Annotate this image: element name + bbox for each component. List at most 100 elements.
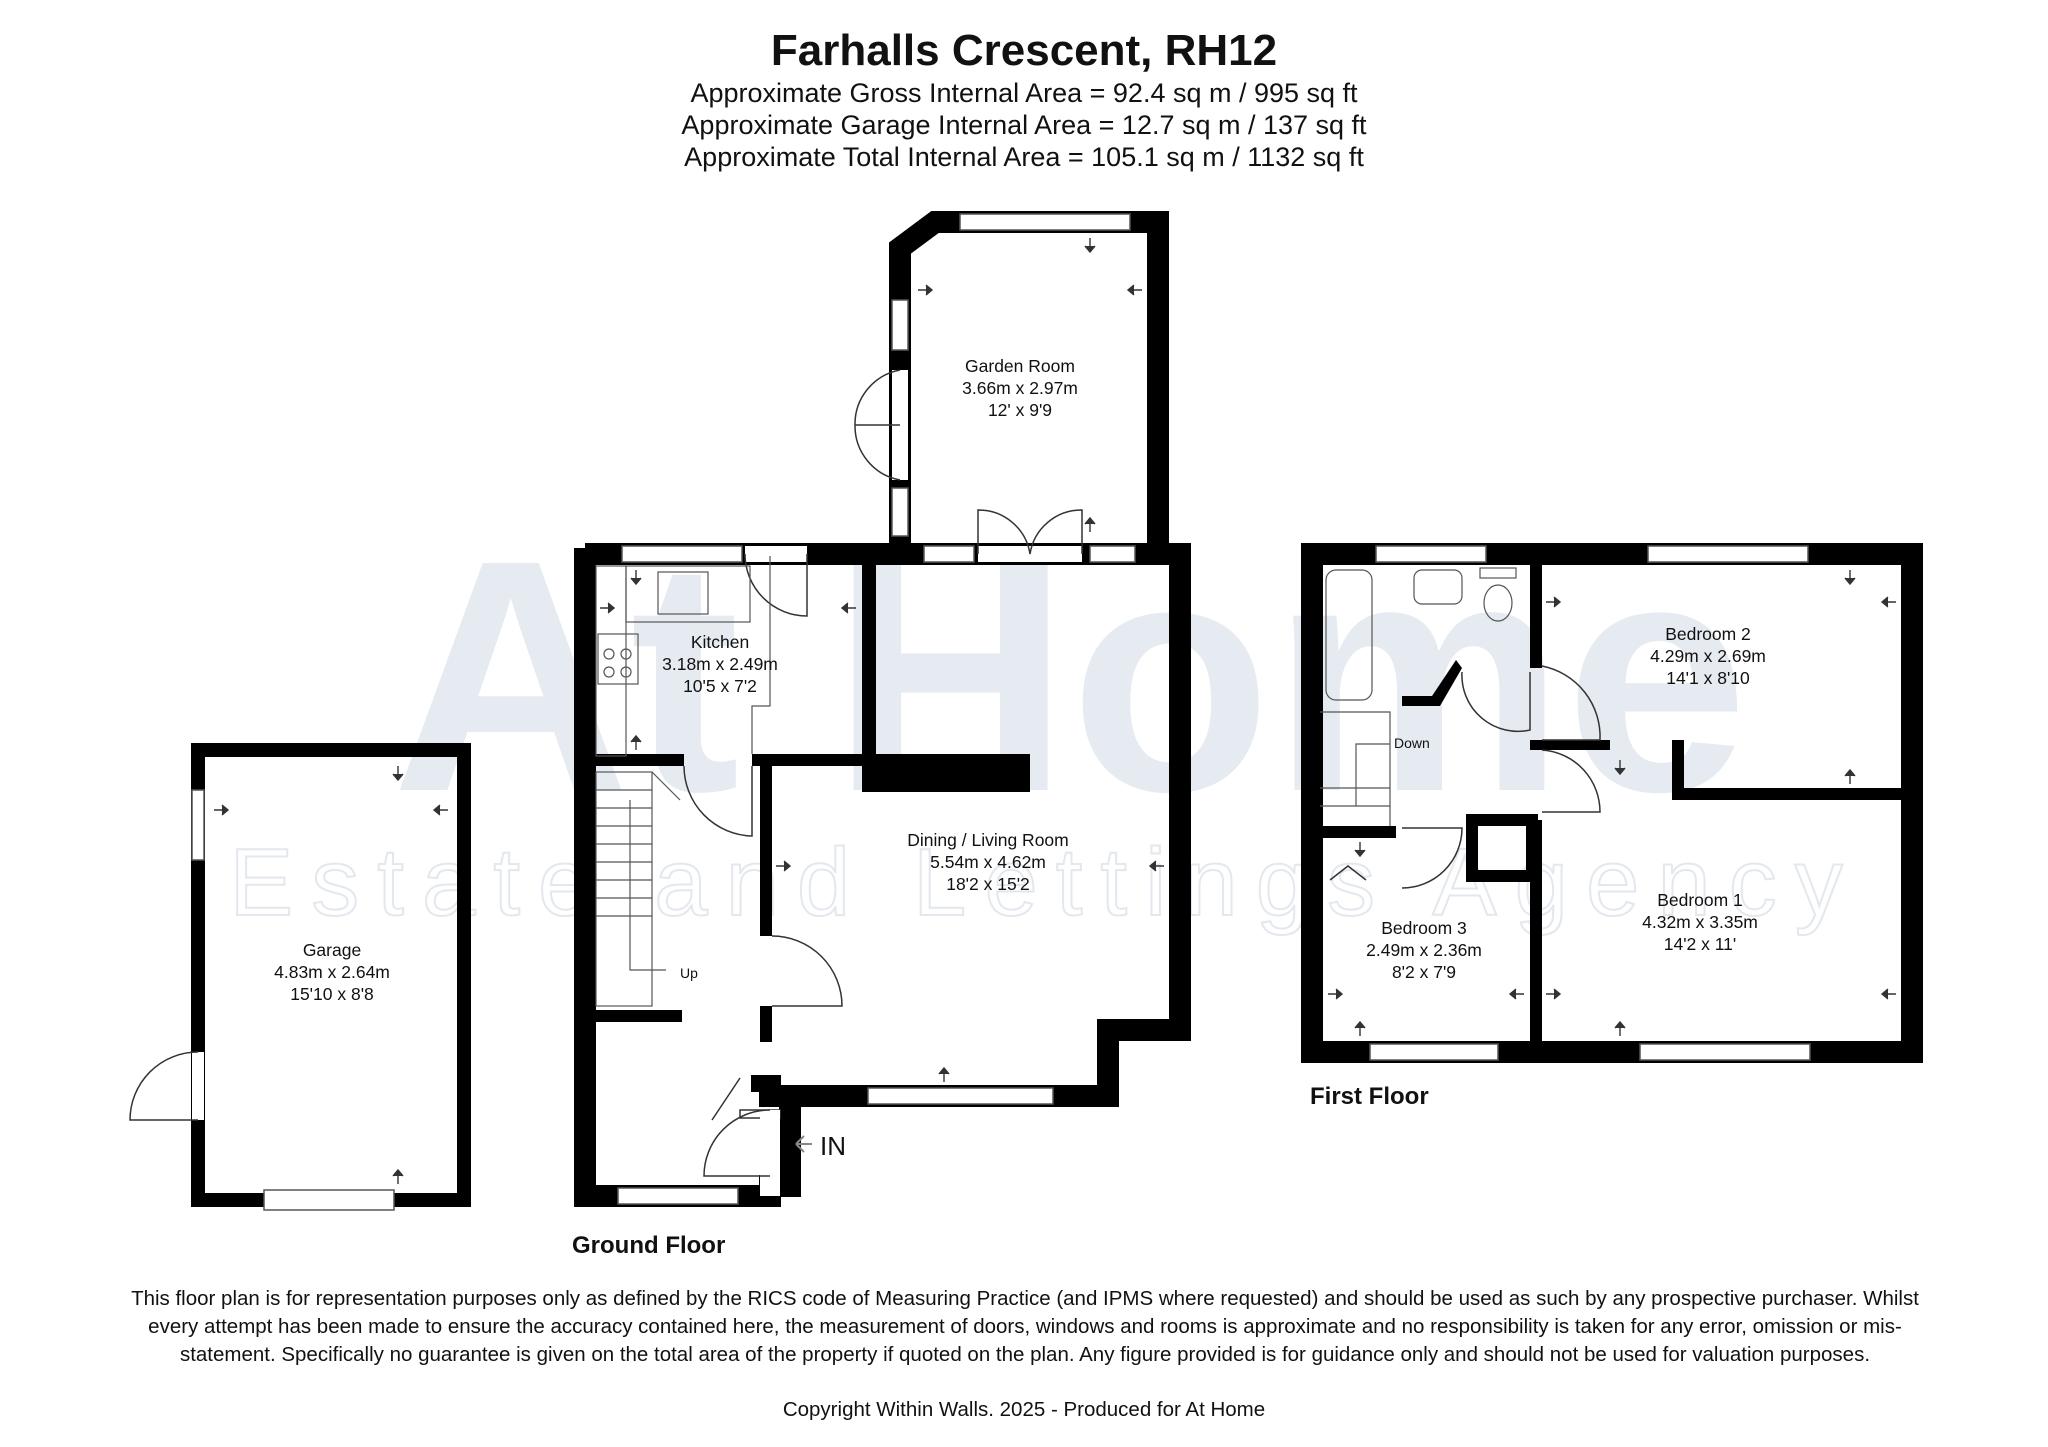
bedroom1-window — [1639, 1043, 1811, 1061]
toilet — [1483, 584, 1513, 622]
first-floor-stairs — [1320, 711, 1391, 826]
entrance-arrow-icon — [795, 1135, 812, 1153]
kitchen-worktop-left — [595, 565, 627, 757]
kitchen-back-door-gap — [745, 546, 807, 562]
living-room-door — [771, 935, 843, 1007]
bed2-notch-wall — [1672, 740, 1684, 798]
bathtub — [1325, 569, 1373, 701]
ground-floor-plan — [574, 211, 1191, 1207]
garage-window — [191, 789, 205, 861]
bed2-landing-wall — [1530, 740, 1610, 750]
bedroom3-door — [1401, 827, 1463, 889]
garden-room-french-doors — [854, 369, 901, 481]
bedroom1-metric: 4.32m x 3.35m — [1642, 912, 1758, 932]
kitchen-imperial: 10'5 x 7'2 — [683, 676, 757, 696]
bedroom3-imperial: 8'2 x 7'9 — [1392, 962, 1456, 982]
garage-name: Garage — [303, 940, 361, 960]
first-floor-label: First Floor — [1310, 1083, 1429, 1110]
ground-floor-label: Ground Floor — [572, 1232, 725, 1259]
garage-door-gap — [192, 1052, 204, 1120]
bedroom3-name: Bedroom 3 — [1381, 918, 1467, 938]
kitchen-label: Kitchen 3.18m x 2.49m 10'5 x 7'2 — [662, 632, 778, 696]
hall-living-wall-low — [760, 1006, 772, 1042]
kitchen-name: Kitchen — [691, 632, 749, 652]
bedroom2-label: Bedroom 2 4.29m x 2.69m 14'1 x 8'10 — [1650, 624, 1766, 688]
total-area-text: Approximate Total Internal Area = 105.1 … — [684, 142, 1364, 172]
bathroom-window — [1375, 545, 1487, 563]
bedroom1-door — [1541, 749, 1601, 813]
dimension-markers — [214, 238, 1896, 1184]
living-window-top — [923, 545, 975, 563]
kitchen-hob — [597, 633, 639, 685]
cupboard-door — [711, 1077, 741, 1121]
garage-area-text: Approximate Garage Internal Area = 12.7 … — [681, 110, 1367, 140]
disclaimer-text: This floor plan is for representation pu… — [131, 1287, 1919, 1366]
kitchen-back-door — [744, 553, 808, 617]
front-door — [703, 1109, 771, 1177]
bathroom-door — [1461, 671, 1531, 733]
kitchen-living-wall — [862, 554, 876, 754]
dining-living-name: Dining / Living Room — [907, 830, 1068, 850]
hall-front-window — [617, 1187, 739, 1205]
garden-room-window-low — [891, 487, 909, 537]
bedroom1-name: Bedroom 1 — [1657, 890, 1743, 910]
garden-room-imperial: 12' x 9'9 — [988, 400, 1052, 420]
dining-living-imperial: 18'2 x 15'2 — [946, 874, 1030, 894]
copyright-text: Copyright Within Walls. 2025 - Produced … — [782, 1398, 1266, 1421]
garden-room-metric: 3.66m x 2.97m — [962, 378, 1078, 398]
dining-living-label: Dining / Living Room 5.54m x 4.62m 18'2 … — [907, 830, 1068, 894]
garden-room-window-top — [959, 213, 1131, 231]
bedroom2-name: Bedroom 2 — [1665, 624, 1751, 644]
living-window-top-right — [1089, 545, 1136, 563]
watermark-tagline: Estate and Lettings Agency — [229, 829, 1860, 936]
first-floor-outer-walls — [1301, 543, 1923, 1063]
bedroom3-cupboard-doors — [1329, 865, 1367, 881]
living-front-window — [867, 1087, 1054, 1105]
first-floor-plan — [1301, 543, 1923, 1063]
bathroom-angled-wall — [1402, 660, 1462, 706]
kitchen-window — [621, 545, 743, 563]
entrance-label: IN — [820, 1131, 846, 1161]
gross-area-text: Approximate Gross Internal Area = 92.4 s… — [690, 78, 1358, 108]
bedroom2-imperial: 14'1 x 8'10 — [1666, 668, 1750, 688]
bed3-top-wall — [1320, 826, 1396, 838]
dining-living-metric: 5.54m x 4.62m — [930, 852, 1046, 872]
garage-plan — [129, 743, 471, 1211]
hall-living-wall — [760, 766, 772, 936]
kitchen-worktop-top — [625, 565, 751, 623]
bedroom2-metric: 4.29m x 2.69m — [1650, 646, 1766, 666]
landing-cupboard — [1466, 814, 1538, 882]
garage-metric: 4.83m x 2.64m — [274, 962, 390, 982]
garden-room-window-left — [891, 299, 909, 351]
garage-label: Garage 4.83m x 2.64m 15'10 x 8'8 — [274, 940, 390, 1004]
kitchen-sink — [657, 571, 709, 615]
living-french-doors — [977, 509, 1083, 555]
kitchen-metric: 3.18m x 2.49m — [662, 654, 778, 674]
garage-imperial: 15'10 x 8'8 — [290, 984, 374, 1004]
under-stairs-wall — [596, 1010, 682, 1022]
bed2-bed1-wall — [1672, 788, 1904, 800]
garden-room-name: Garden Room — [965, 356, 1075, 376]
garage-side-door — [129, 1051, 199, 1121]
entrance-marker: IN — [795, 1131, 846, 1161]
chimney-breast — [862, 754, 1030, 792]
garden-room-label: Garden Room 3.66m x 2.97m 12' x 9'9 — [962, 356, 1078, 420]
bedroom2-door — [1541, 665, 1601, 741]
kitchen-hall-wall-right — [752, 754, 864, 766]
plan-title: Farhalls Crescent, RH12 — [770, 26, 1278, 75]
garage-front-door — [263, 1189, 395, 1211]
stairs-up-label: Up — [680, 965, 698, 981]
kitchen-door — [683, 765, 753, 837]
bedroom3-window — [1369, 1043, 1499, 1061]
bedroom3-label: Bedroom 3 2.49m x 2.36m 8'2 x 7'9 — [1366, 918, 1482, 982]
bedroom1-label: Bedroom 1 4.32m x 3.35m 14'2 x 11' — [1642, 890, 1758, 954]
bath-bed2-wall — [1530, 560, 1542, 668]
ground-floor-stairs — [595, 771, 681, 1007]
front-door-gap — [760, 1110, 780, 1196]
stairs-down-label: Down — [1394, 735, 1430, 751]
bedroom2-window — [1647, 545, 1809, 563]
bedroom3-metric: 2.49m x 2.36m — [1366, 940, 1482, 960]
kitchen-hall-wall — [596, 754, 684, 766]
bathroom-sink — [1413, 569, 1463, 605]
